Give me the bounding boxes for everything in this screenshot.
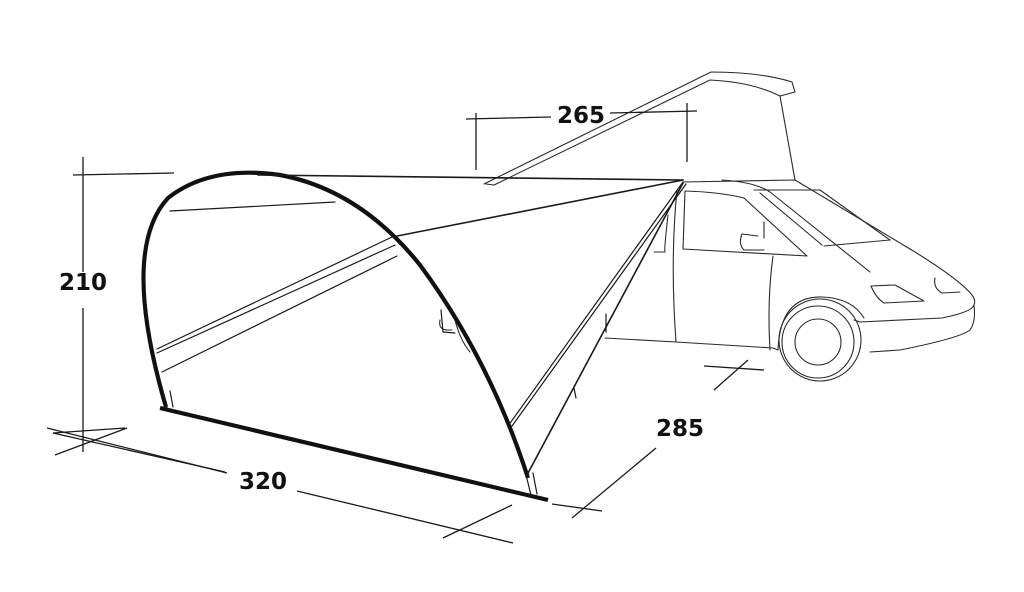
dimension-front-width: 320 [46, 427, 514, 544]
pop-up-roof [483, 71, 796, 186]
sun-canopy [141, 170, 687, 503]
depth-label: 285 [656, 416, 704, 442]
arch-pole [141, 170, 530, 479]
dimension-top-width: 265 [465, 103, 698, 170]
van-body [439, 179, 976, 382]
dimension-height: 210 [52, 157, 226, 473]
campervan-illustration [439, 71, 976, 382]
front-width-label: 320 [239, 469, 287, 495]
ground-bar [159, 405, 549, 503]
height-label: 210 [59, 270, 107, 296]
top-width-label: 265 [557, 103, 605, 129]
dimension-depth: 285 [551, 359, 765, 519]
